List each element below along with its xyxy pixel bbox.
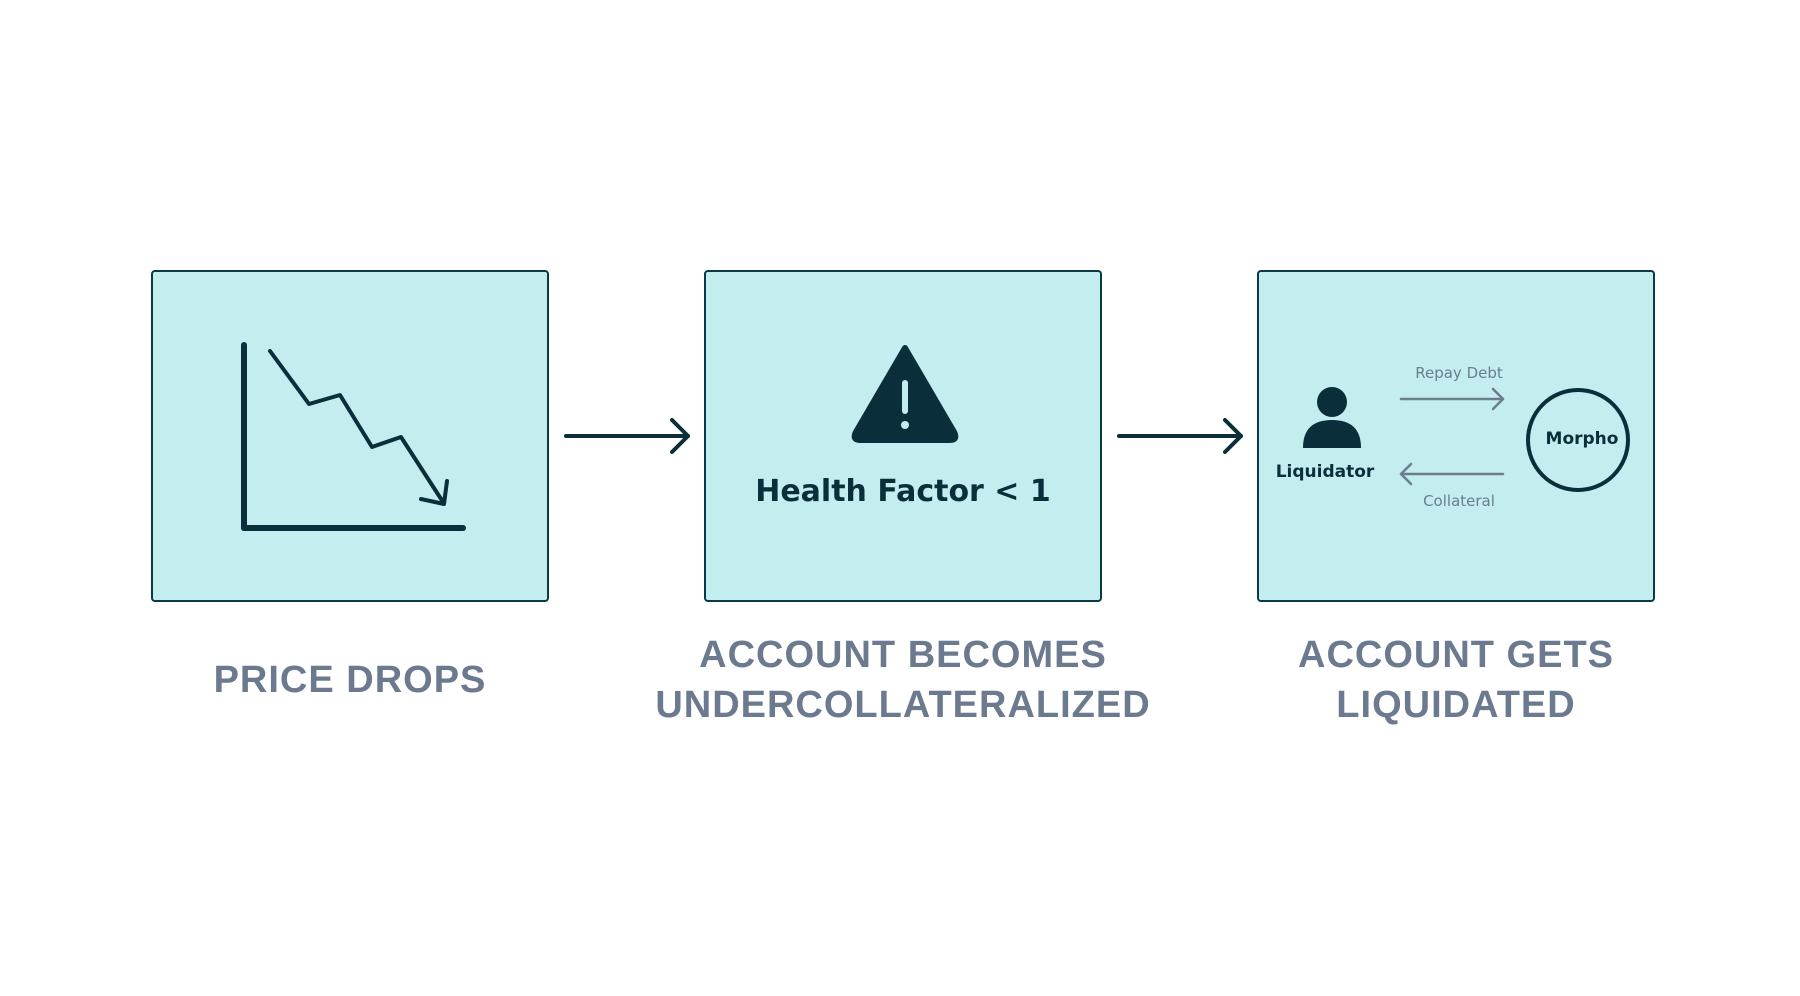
health-factor-label: Health Factor < 1 (755, 474, 1051, 509)
morpho-circle (1526, 388, 1630, 492)
price-drop-panel (151, 270, 549, 602)
morpho-label: Morpho (1545, 429, 1619, 449)
step-caption-undercollateralized: ACCOUNT BECOMES UNDERCOLLATERALIZED (643, 630, 1163, 730)
liquidation-flow-graphic (1303, 387, 1630, 492)
price-trend-line (268, 349, 445, 504)
liquidation-panel: Repay Debt Collateral Liquidator Morpho (1257, 270, 1655, 602)
repay-debt-label: Repay Debt (1415, 364, 1503, 382)
declining-line-chart-icon (241, 342, 466, 531)
repay-arrow-icon (1399, 387, 1505, 411)
health-factor-panel: Health Factor < 1 (704, 270, 1102, 602)
person-icon (1303, 387, 1361, 448)
step-caption-price-drops: PRICE DROPS (90, 655, 610, 705)
caption-line: PRICE DROPS (213, 659, 487, 701)
collateral-label: Collateral (1423, 492, 1495, 510)
right-arrow-icon (564, 418, 690, 454)
collateral-arrow-icon (1399, 462, 1505, 486)
step-caption-liquidated: ACCOUNT GETS LIQUIDATED (1196, 630, 1716, 730)
trend-arrowhead (419, 479, 449, 506)
caption-line: LIQUIDATED (1336, 684, 1576, 726)
caption-line: ACCOUNT GETS (1298, 634, 1614, 676)
caption-line: ACCOUNT BECOMES (699, 634, 1107, 676)
right-arrow-icon (1117, 418, 1243, 454)
warning-triangle-icon (851, 345, 959, 443)
caption-line: UNDERCOLLATERALIZED (655, 684, 1151, 726)
liquidator-label: Liquidator (1275, 462, 1375, 482)
